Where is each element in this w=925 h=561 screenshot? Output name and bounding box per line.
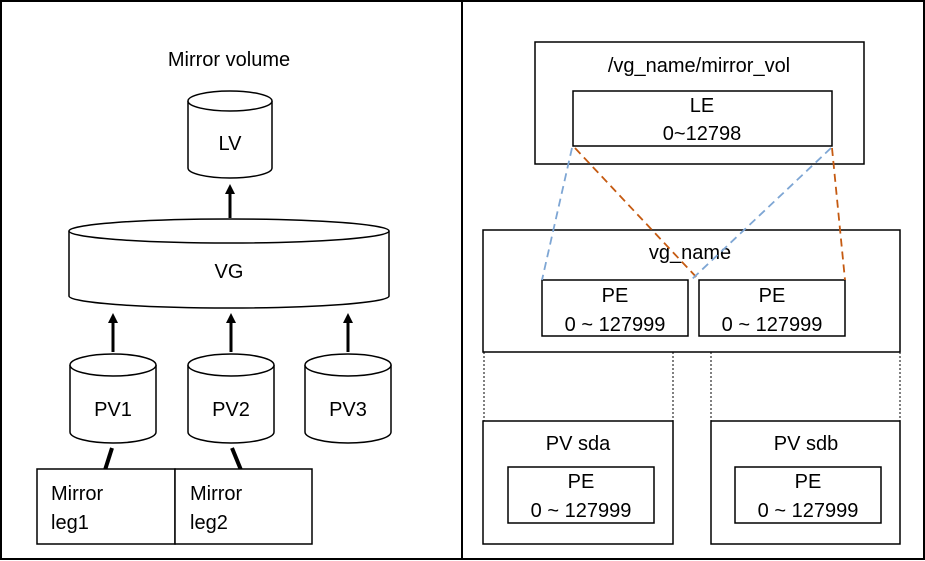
- pv-sdb-label: PV sdb: [774, 433, 838, 455]
- vg-pe-box-2: PE 0 ~ 127999: [698, 279, 846, 337]
- right-panel: [461, 0, 925, 560]
- pv1-cylinder: PV1: [69, 353, 157, 444]
- lv-cylinder: LV: [187, 90, 273, 179]
- pv-sda-label: PV sda: [546, 433, 611, 455]
- pv-sdb-pe-box: PE 0 ~ 127999: [734, 466, 882, 524]
- vg-pe-1-range: 0 ~ 127999: [565, 314, 666, 336]
- le-range: 0~12798: [663, 123, 741, 145]
- lv-path-label: /vg_name/mirror_vol: [608, 55, 790, 77]
- vg-pe-box-1: PE 0 ~ 127999: [541, 279, 689, 337]
- pv2-leg2-connector: [230, 447, 243, 471]
- vg-pe-2-range: 0 ~ 127999: [722, 314, 823, 336]
- vg-pe-1-label: PE: [602, 285, 629, 307]
- mirror-leg1-box: Mirror leg1: [36, 468, 176, 545]
- pv-sda-pe-range: 0 ~ 127999: [531, 500, 632, 522]
- mirror-leg2-line1: Mirror: [190, 483, 243, 505]
- vg-label: VG: [215, 261, 244, 283]
- le-label: LE: [690, 95, 714, 117]
- vg-pe-2-label: PE: [759, 285, 786, 307]
- mapping-le-right-to-pe1: [689, 147, 832, 282]
- pv1-leg1-connector: [103, 447, 114, 471]
- mapping-le-right-to-pe2: [831, 147, 846, 281]
- mirror-leg1-line1: Mirror: [51, 483, 104, 505]
- mirror-leg2-line2: leg2: [190, 512, 228, 534]
- le-box: LE 0~12798: [572, 90, 833, 147]
- mirror-leg2-box: Mirror leg2: [174, 468, 313, 545]
- vg-cylinder: VG: [68, 218, 390, 309]
- pv3-cylinder: PV3: [304, 353, 392, 444]
- pv-sda-pe-label: PE: [568, 471, 595, 493]
- pv3-label: PV3: [329, 399, 367, 421]
- pv-sdb-pe-label: PE: [795, 471, 822, 493]
- pv-sda-pe-box: PE 0 ~ 127999: [507, 466, 655, 524]
- mapping-le-left-to-pe2: [574, 147, 700, 281]
- pv-sdb-pe-range: 0 ~ 127999: [758, 500, 859, 522]
- mirror-volume-title: Mirror volume: [168, 49, 290, 71]
- mapping-le-left-to-pe1: [541, 147, 573, 281]
- mirror-leg1-line2: leg1: [51, 512, 89, 534]
- vg-name-label: vg_name: [649, 242, 731, 264]
- pv2-label: PV2: [212, 399, 250, 421]
- pv2-cylinder: PV2: [187, 353, 275, 444]
- pv1-label: PV1: [94, 399, 132, 421]
- lv-label: LV: [219, 133, 243, 155]
